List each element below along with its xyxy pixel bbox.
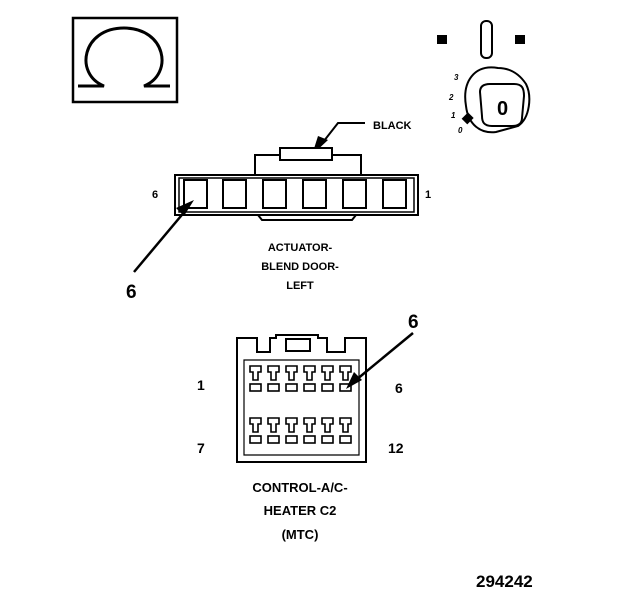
control-pin-label-6: 6 — [395, 380, 403, 396]
control-pin-row-bottom — [249, 417, 352, 444]
control-terminal-7 — [249, 417, 262, 444]
actuator-cavity-6 — [183, 179, 208, 209]
actuator-callout-number: 6 — [126, 282, 137, 303]
control-pin-label-7: 7 — [197, 440, 205, 456]
ignition-position-0: 0 — [458, 126, 463, 135]
ohmmeter-symbol — [71, 16, 179, 104]
control-latch — [285, 338, 311, 352]
actuator-body-inner — [178, 177, 415, 213]
actuator-connector: BLACK 6 1 6 ACTUATOR- BLEND DOOR- LEFT — [126, 120, 431, 303]
actuator-bottom-rib — [257, 214, 357, 221]
actuator-cavity-2 — [342, 179, 367, 209]
control-pin-label-1: 1 — [197, 377, 205, 393]
control-terminal-4 — [303, 365, 316, 392]
control-connector: 1 6 7 12 6 CONTROL-A/C- HEATER C2 (MTC) — [197, 312, 419, 542]
control-terminal-9 — [285, 417, 298, 444]
control-terminal-6 — [339, 365, 352, 392]
ignition-position-2: 2 — [448, 93, 454, 102]
control-terminal-2 — [267, 365, 280, 392]
control-terminal-10 — [303, 417, 316, 444]
control-terminal-11 — [321, 417, 334, 444]
control-terminal-3 — [285, 365, 298, 392]
control-callout-number: 6 — [408, 312, 419, 333]
control-name-line-1: CONTROL-A/C- — [252, 480, 347, 495]
actuator-body — [174, 174, 419, 216]
control-pin-row-top — [249, 365, 352, 392]
ohm-box — [71, 16, 179, 104]
control-body-outline — [236, 334, 367, 463]
figure-number: 294242 — [476, 572, 533, 591]
ignition-marker-right — [515, 35, 525, 44]
ignition-pointer — [461, 112, 474, 125]
control-name-line-3: (MTC) — [282, 527, 319, 542]
actuator-name-line-3: LEFT — [286, 280, 314, 292]
actuator-name-line-2: BLEND DOOR- — [261, 261, 339, 273]
ohm-icon — [78, 26, 170, 88]
actuator-cavity-1 — [382, 179, 407, 209]
ignition-position-3: 3 — [454, 73, 459, 82]
control-callout-arrowhead — [346, 372, 362, 389]
actuator-cavity-5 — [222, 179, 247, 209]
control-pin-label-12: 12 — [388, 440, 404, 456]
actuator-wire-lead — [319, 122, 365, 147]
actuator-callout-arrowhead — [176, 200, 194, 216]
actuator-callout-line — [133, 209, 187, 273]
actuator-cavity-4 — [262, 179, 287, 209]
control-callout-line — [355, 332, 414, 381]
actuator-pin-label-right: 1 — [425, 189, 431, 201]
actuator-name-line-1: ACTUATOR- — [268, 242, 333, 254]
control-terminal-5 — [321, 365, 334, 392]
ignition-key-head-icon — [478, 83, 526, 127]
ignition-switch-symbol: 3 2 1 0 0 — [437, 20, 531, 135]
control-inner-wall — [243, 359, 360, 456]
control-terminal-1 — [249, 365, 262, 392]
actuator-latch — [279, 147, 333, 161]
ignition-marker-left — [437, 35, 447, 44]
actuator-pin-label-left: 6 — [152, 189, 158, 201]
ignition-key-label: 0 — [497, 98, 508, 120]
control-terminal-12 — [339, 417, 352, 444]
ignition-slot — [480, 20, 493, 59]
control-terminal-8 — [267, 417, 280, 444]
actuator-wire-color: BLACK — [373, 120, 412, 132]
actuator-cavity-3 — [302, 179, 327, 209]
control-name-line-2: HEATER C2 — [264, 503, 337, 518]
ignition-position-1: 1 — [451, 111, 456, 120]
